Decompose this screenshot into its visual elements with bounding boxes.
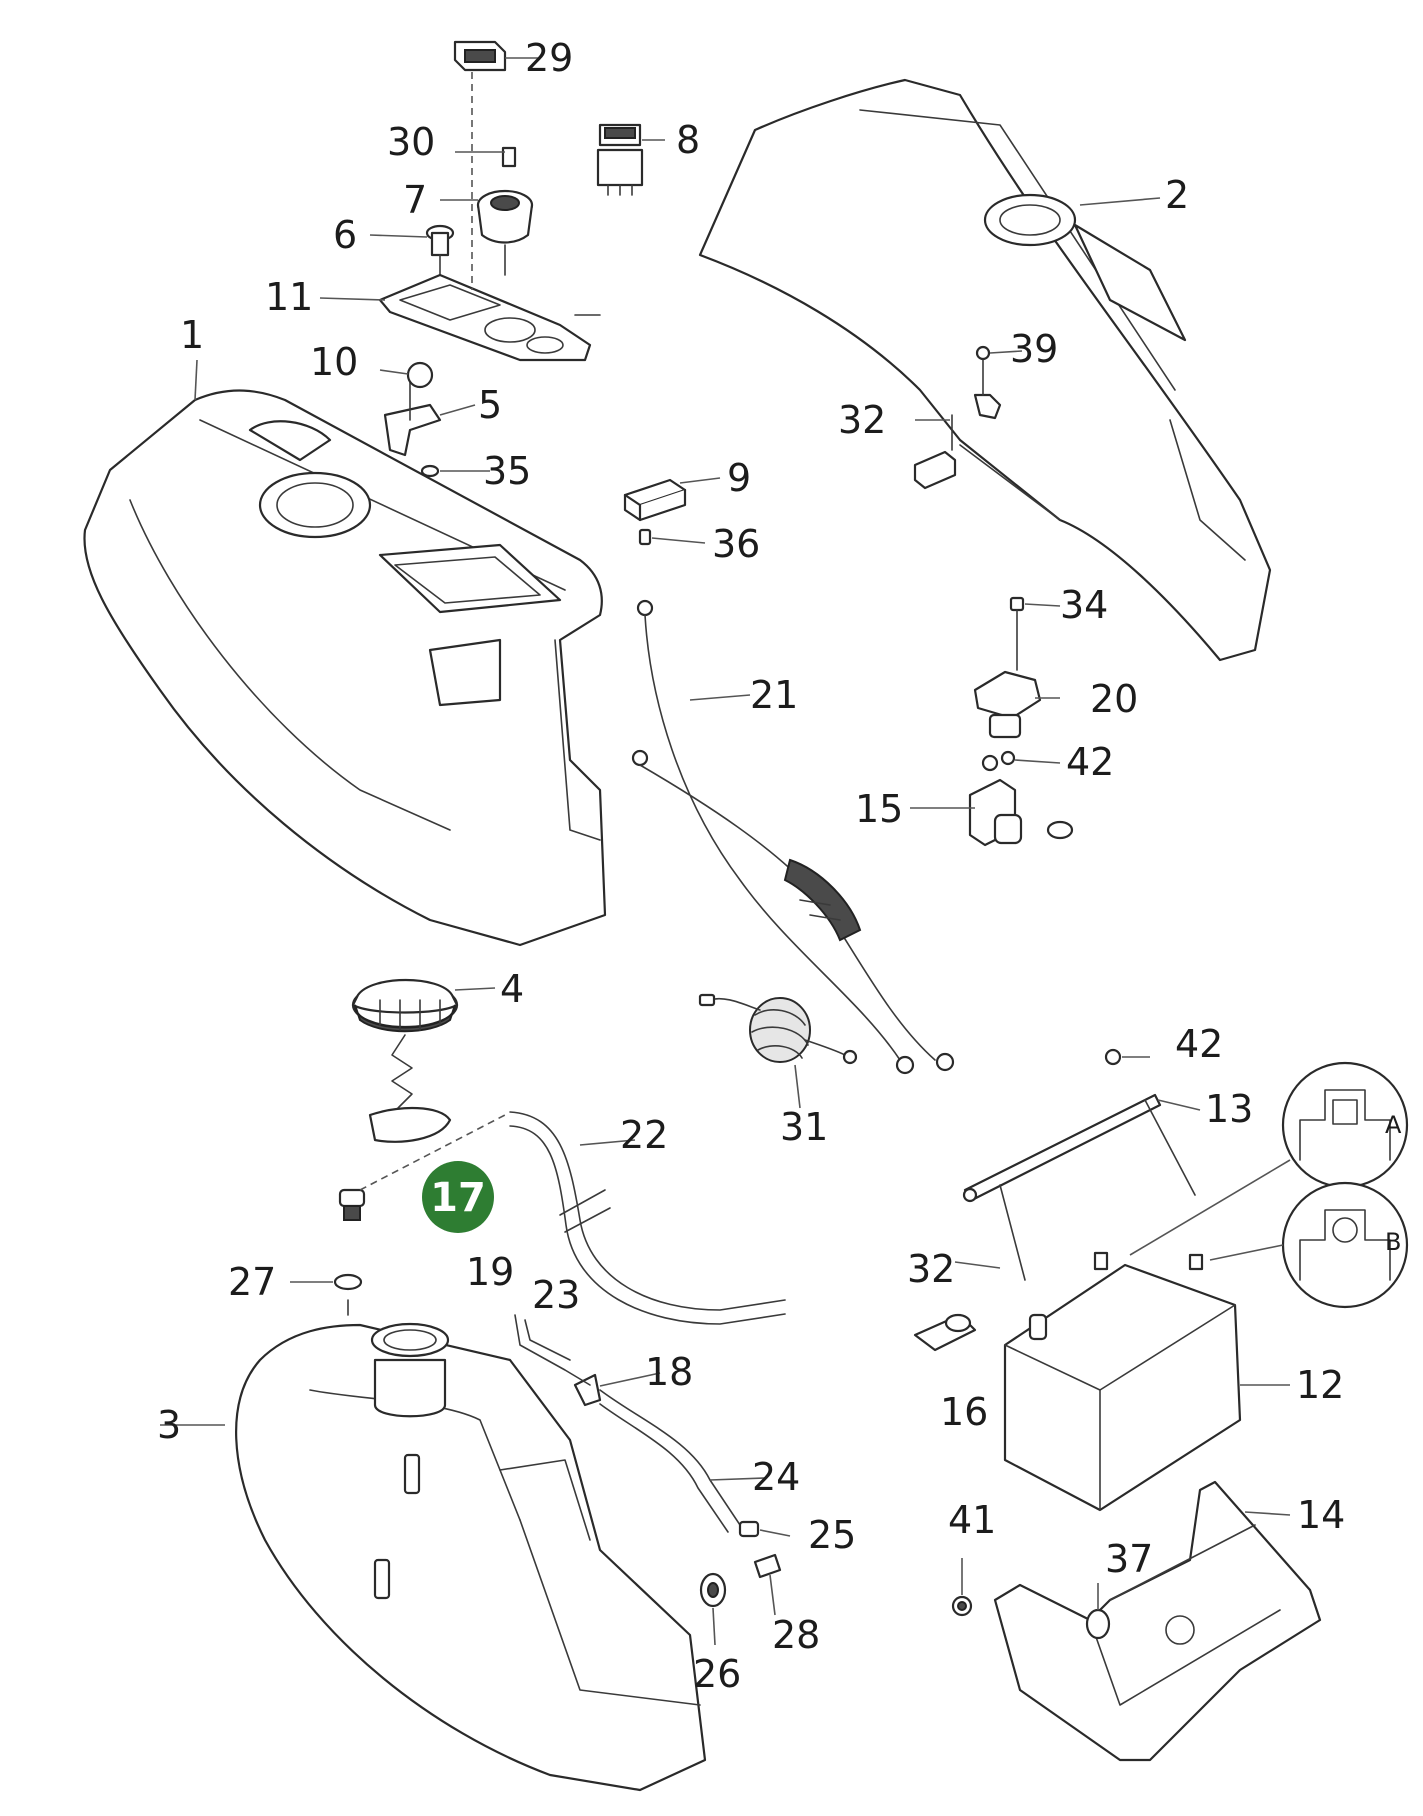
part-5-lever-bracket — [383, 379, 442, 457]
part-25-hose-end — [738, 1520, 760, 1538]
part-32-connector-upper — [913, 414, 957, 490]
part-37-clip — [1085, 1608, 1111, 1640]
detail-label-a: A — [1385, 1111, 1402, 1139]
callout-18: 18 — [645, 1350, 693, 1394]
callout-37: 37 — [1105, 1537, 1153, 1581]
callout-5: 5 — [478, 383, 502, 427]
callout-11: 11 — [265, 275, 313, 319]
part-15-solenoid — [968, 778, 1074, 847]
part-12-battery — [1003, 1251, 1242, 1512]
callout-21: 21 — [750, 673, 798, 717]
part-31-coiled-wire — [698, 993, 858, 1065]
callout-42-lower: 42 — [1175, 1022, 1223, 1066]
part-22-fuel-hose — [509, 1111, 786, 1325]
callout-36: 36 — [712, 522, 760, 566]
part-30-terminal — [501, 146, 517, 168]
callout-19: 19 — [466, 1250, 514, 1294]
callout-24: 24 — [752, 1455, 800, 1499]
part-16-fitting — [913, 1313, 977, 1352]
part-29-switch — [453, 40, 507, 290]
part-10-ball-knob — [406, 361, 434, 389]
callout-15: 15 — [855, 787, 903, 831]
callout-16: 16 — [940, 1390, 988, 1434]
part-32-bolt-lower — [962, 1187, 978, 1203]
part-7-ignition-switch — [476, 189, 534, 276]
part-27-washer — [333, 1273, 363, 1316]
callout-34: 34 — [1060, 583, 1108, 627]
part-42-nut-upper — [981, 750, 1016, 772]
callout-8: 8 — [676, 118, 700, 162]
callout-25: 25 — [808, 1513, 856, 1557]
callout-9: 9 — [727, 456, 751, 500]
callout-7: 7 — [403, 178, 427, 222]
callout-14: 14 — [1297, 1493, 1345, 1537]
callout-10: 10 — [310, 340, 358, 384]
part-42-nut-lower — [1104, 1048, 1122, 1066]
part-19-23-breather-line — [514, 1314, 591, 1386]
part-39-bracket — [973, 345, 1002, 420]
callout-13: 13 — [1205, 1087, 1253, 1131]
part-6-knob — [425, 224, 455, 286]
callout-42-upper: 42 — [1066, 740, 1114, 784]
part-3-fuel-tank — [235, 1322, 707, 1792]
part-11-switch-panel — [378, 273, 601, 362]
part-18-clip — [573, 1373, 602, 1407]
callout-12: 12 — [1296, 1363, 1344, 1407]
callout-32-lower: 32 — [907, 1247, 955, 1291]
callout-31: 31 — [780, 1105, 828, 1149]
part-41-nut — [951, 1595, 973, 1617]
callout-22: 22 — [620, 1113, 668, 1157]
callout-30: 30 — [387, 120, 435, 164]
callout-23: 23 — [532, 1273, 580, 1317]
callout-28: 28 — [772, 1613, 820, 1657]
highlight-callout-17: 17 — [422, 1161, 494, 1233]
part-8-rocker-switch — [596, 123, 644, 196]
part-1-front-console — [83, 389, 607, 947]
part-4-fuel-cap — [351, 979, 459, 1143]
detail-view-a — [1129, 1061, 1409, 1256]
part-21-wiring-harness — [631, 599, 955, 1075]
part-26-grommet — [699, 1572, 727, 1608]
part-14-battery-tray — [993, 1480, 1322, 1762]
part-35-screw — [420, 464, 440, 478]
part-34-screw — [1009, 596, 1025, 671]
highlight-badge — [422, 1161, 494, 1233]
part-2-rear-console — [698, 78, 1272, 662]
part-28-fitting — [753, 1553, 782, 1579]
callout-labels: 1 2 3 4 5 6 7 8 9 10 11 12 13 14 15 16 1… — [157, 36, 1402, 1696]
callout-20: 20 — [1090, 677, 1138, 721]
callout-4: 4 — [500, 967, 524, 1011]
callout-29: 29 — [525, 36, 573, 80]
callout-39: 39 — [1010, 327, 1058, 371]
part-13-battery-strap — [963, 1093, 1196, 1281]
callout-6: 6 — [333, 213, 357, 257]
detail-view-b — [1209, 1181, 1409, 1309]
callout-32-upper: 32 — [838, 398, 886, 442]
callout-35: 35 — [483, 449, 531, 493]
callout-1: 1 — [180, 313, 204, 357]
callout-27: 27 — [228, 1260, 276, 1304]
part-20-sensor-bracket — [973, 670, 1042, 739]
callout-41: 41 — [948, 1498, 996, 1542]
part-17-fuel-valve — [338, 1114, 506, 1221]
callout-26: 26 — [693, 1652, 741, 1696]
callout-2: 2 — [1165, 173, 1189, 217]
part-36-screw — [638, 528, 652, 546]
detail-label-b: B — [1385, 1228, 1401, 1256]
part-9-bracket — [623, 478, 687, 522]
part-24-return-hose — [599, 1389, 741, 1533]
callout-3: 3 — [157, 1403, 181, 1447]
callout-17: 17 — [430, 1175, 486, 1221]
